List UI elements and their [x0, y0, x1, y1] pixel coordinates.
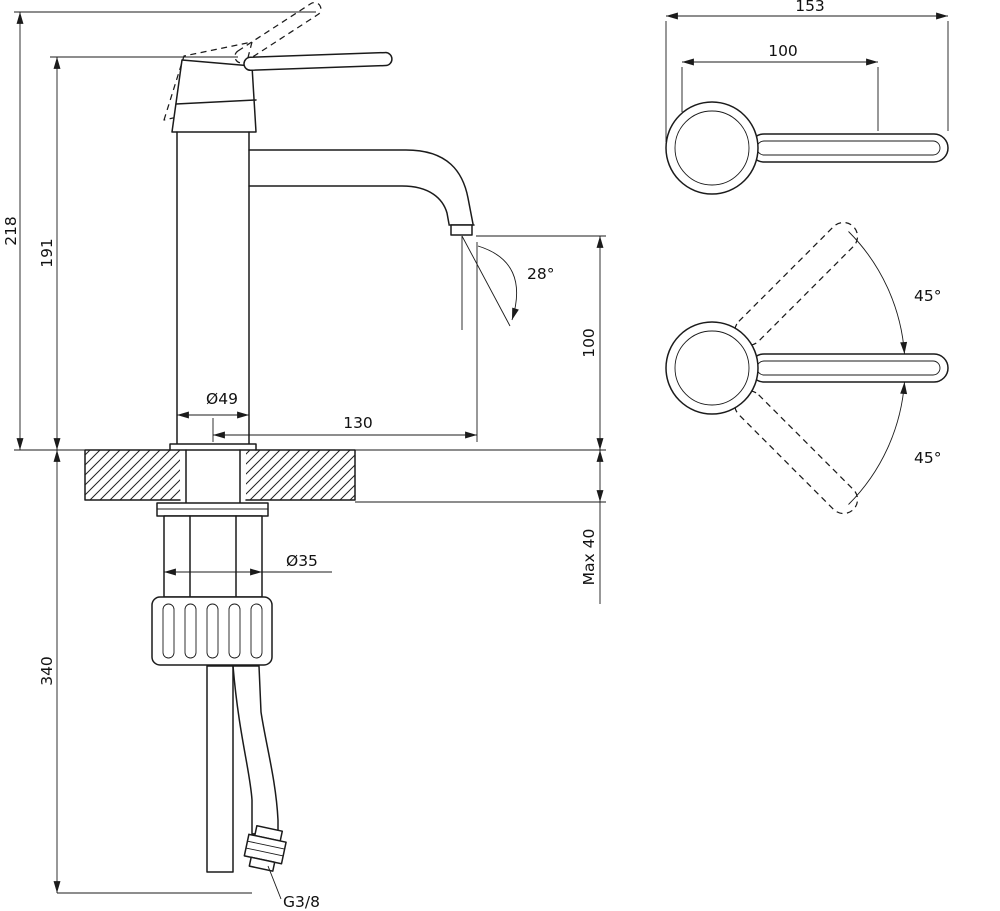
- dim-45deg-lower-label: 45°: [914, 449, 941, 467]
- faucet-body-top: [665, 101, 759, 195]
- stream-angle-28: 28°: [461, 235, 554, 330]
- shank-through-deck: [185, 449, 241, 504]
- faucet-head: [171, 59, 257, 133]
- swing-arc-lower: [848, 381, 908, 505]
- top-view-swing: 45° 45°: [665, 221, 949, 515]
- top-handle-dashed-down: [734, 390, 859, 515]
- supply-hoses: G3/8: [206, 665, 320, 911]
- extension-lines: [14, 11, 606, 894]
- threaded-shank: [163, 515, 263, 598]
- swing-arc-upper: [848, 231, 908, 355]
- countertop-section: [84, 449, 356, 504]
- dim-100-height-label: 100: [580, 328, 598, 358]
- top-handle-dashed-up: [734, 221, 859, 346]
- dim-153-label: 153: [795, 0, 825, 15]
- top-handle-solid: [749, 353, 949, 383]
- side-view: 28°: [2, 1, 606, 911]
- aerator: [450, 224, 473, 236]
- faucet-body-top-2: [665, 321, 759, 415]
- top-view-straight: 153 100: [665, 0, 949, 195]
- dim-130-label: 130: [343, 414, 373, 432]
- faucet-handle-lever: [243, 51, 393, 72]
- dim-100-handle-label: 100: [768, 42, 798, 60]
- dim-d49-label: Ø49: [206, 390, 238, 408]
- faucet-body: [169, 131, 257, 451]
- dim-d35-label: Ø35: [286, 552, 318, 570]
- dim-218-label: 218: [2, 216, 20, 246]
- dim-28deg-label: 28°: [527, 265, 554, 283]
- top-handle: [749, 133, 949, 163]
- washer: [156, 502, 269, 517]
- faucet-spout: [248, 149, 475, 236]
- dim-340-label: 340: [38, 656, 56, 686]
- g38-leader-line: [267, 865, 282, 900]
- hose-connector-nut: [243, 825, 287, 872]
- thread-g38-label: G3/8: [283, 893, 320, 911]
- dim-45deg-upper-label: 45°: [914, 287, 941, 305]
- dim-191-label: 191: [38, 238, 56, 268]
- mounting-assembly: [151, 502, 273, 666]
- extension-lines-top1: [665, 21, 949, 142]
- mounting-nut: [151, 596, 273, 666]
- dim-max40-label: Max 40: [580, 529, 598, 586]
- base-flange: [169, 443, 257, 451]
